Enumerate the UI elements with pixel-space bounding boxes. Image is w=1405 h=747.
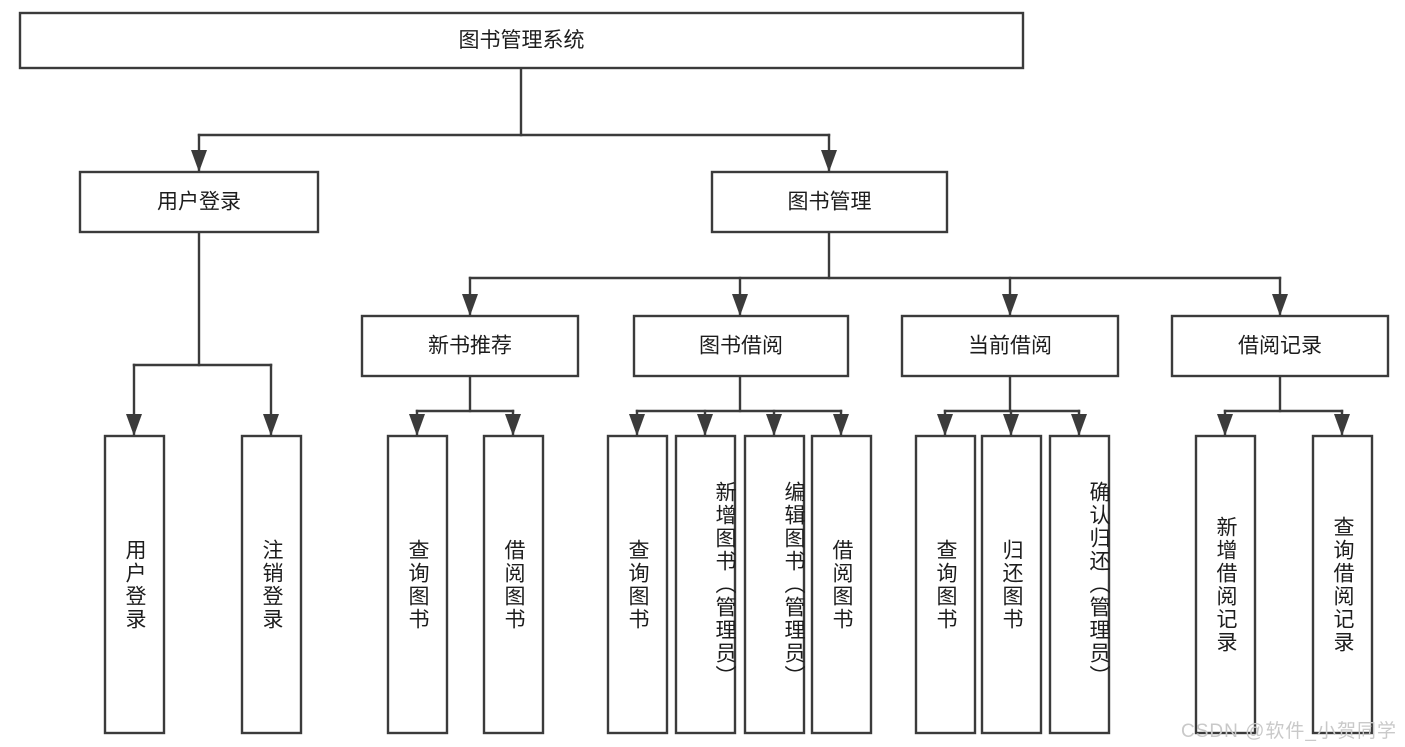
leaf-borrow-book-1-box[interactable] [482, 434, 545, 735]
book-management-branch-arrow-icon [1272, 294, 1288, 316]
current-borrow-label: 当前借阅 [968, 335, 1052, 358]
box-layer [18, 11, 1390, 735]
book-borrow-box[interactable] [632, 314, 850, 378]
book-management-branch-arrow-icon [1002, 294, 1018, 316]
user-login-leaf-arrow-icon [263, 414, 279, 436]
current-borrow-leaf-arrow-icon [1003, 414, 1019, 436]
borrow-record-label: 借阅记录 [1238, 335, 1322, 358]
root-branch-arrow-icon [821, 150, 837, 172]
leaf-add-book-admin-box[interactable] [674, 434, 737, 735]
borrow-record-leaf-arrow-icon [1334, 414, 1350, 436]
book-management-box[interactable] [710, 170, 949, 234]
book-management-branch-arrow-icon [732, 294, 748, 316]
current-borrow-box[interactable] [900, 314, 1120, 378]
user-login-box[interactable] [78, 170, 320, 234]
leaf-edit-book-admin-box[interactable] [743, 434, 806, 735]
book-management-branch-arrow-icon [462, 294, 478, 316]
new-book-recommend-box[interactable] [360, 314, 580, 378]
leaf-user-login-box[interactable] [103, 434, 166, 735]
connector-layer [126, 66, 1350, 437]
book-borrow-leaf-arrow-icon [697, 414, 713, 436]
borrow-record-box[interactable] [1170, 314, 1390, 378]
leaf-borrow-book-2-box[interactable] [810, 434, 873, 735]
leaf-add-borrow-record-box[interactable] [1194, 434, 1257, 735]
current-borrow-leaf-arrow-icon [937, 414, 953, 436]
leaf-query-book-2-box[interactable] [606, 434, 669, 735]
leaf-query-book-1-box[interactable] [386, 434, 449, 735]
watermark: CSDN @软件_小贺同学 [1181, 721, 1397, 742]
borrow-record-leaf-arrow-icon [1217, 414, 1233, 436]
user-login-leaf-arrow-icon [126, 414, 142, 436]
leaf-user-logout-box[interactable] [240, 434, 303, 735]
user-login-label: 用户登录 [157, 191, 241, 214]
leaf-confirm-return-admin-box[interactable] [1048, 434, 1111, 735]
book-management-label: 图书管理 [788, 191, 872, 214]
book-borrow-leaf-arrow-icon [833, 414, 849, 436]
leaf-return-book-box[interactable] [980, 434, 1043, 735]
new-book-recommend-leaf-arrow-icon [505, 414, 521, 436]
new-book-recommend-leaf-arrow-icon [409, 414, 425, 436]
leaf-query-borrow-record-box[interactable] [1311, 434, 1374, 735]
leaf-query-book-3-box[interactable] [914, 434, 977, 735]
root-title-label: 图书管理系统 [459, 29, 585, 52]
current-borrow-leaf-arrow-icon [1071, 414, 1087, 436]
book-borrow-leaf-arrow-icon [766, 414, 782, 436]
root-branch-arrow-icon [191, 150, 207, 172]
root-title-box[interactable] [18, 11, 1025, 70]
book-borrow-leaf-arrow-icon [629, 414, 645, 436]
book-borrow-label: 图书借阅 [699, 335, 783, 358]
new-book-recommend-label: 新书推荐 [428, 335, 512, 358]
